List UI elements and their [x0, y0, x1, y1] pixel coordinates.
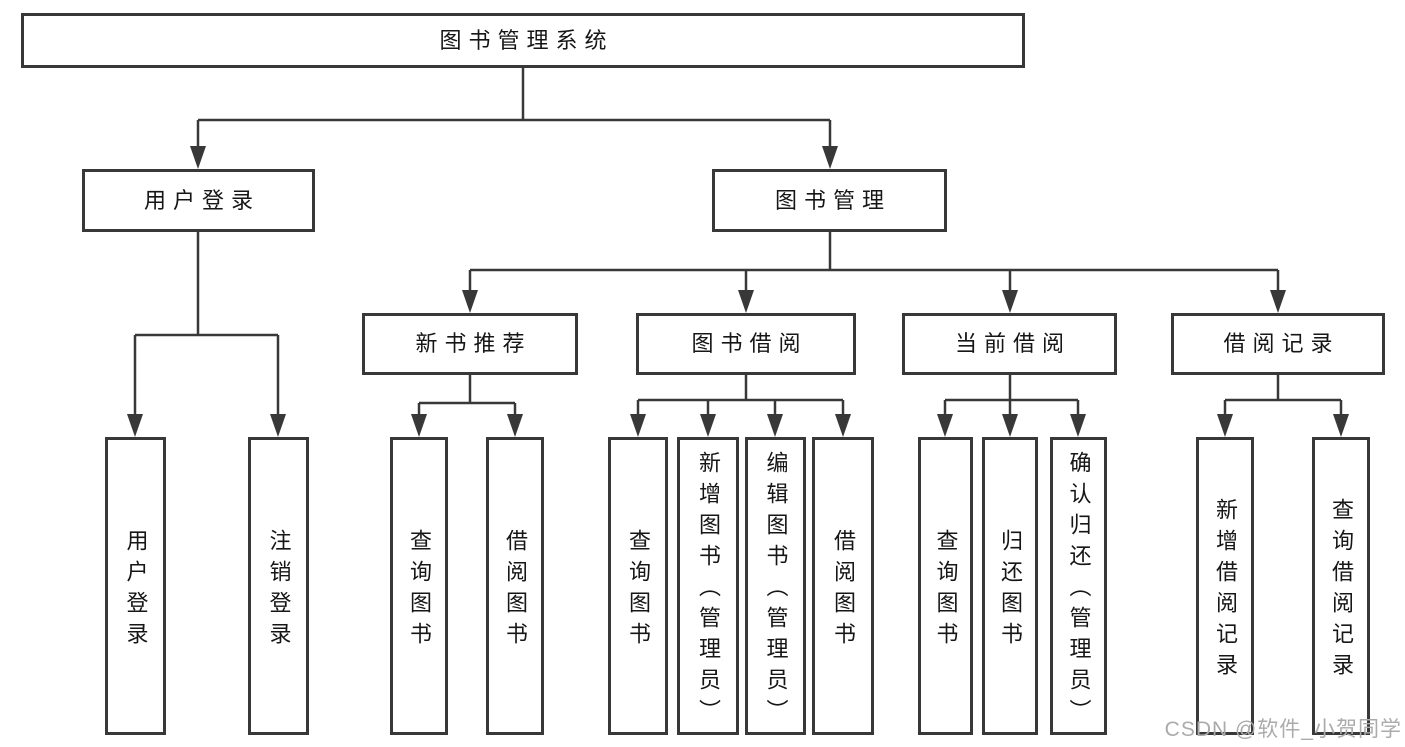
node-label: 编辑图书（管理员）	[763, 451, 789, 730]
leaf-edit-books-admin: 编辑图书（管理员）	[745, 437, 806, 735]
leaf-query-books-recommend: 查询图书	[390, 437, 448, 735]
node-current-borrowing: 当前借阅	[902, 313, 1117, 375]
node-label: 图书管理	[774, 187, 891, 213]
node-label: 新书推荐	[415, 331, 532, 356]
node-label: 当前借阅	[954, 331, 1071, 356]
node-label: 归还图书	[998, 528, 1023, 653]
node-book-borrowing: 图书借阅	[636, 313, 856, 375]
node-label: 用户登录	[143, 187, 260, 213]
node-label: 查询借阅记录	[1329, 497, 1354, 684]
node-label: 注销登录	[266, 528, 292, 653]
node-label: 借阅图书	[831, 528, 856, 653]
node-book-management: 图书管理	[712, 169, 947, 232]
leaf-confirm-return-admin: 确认归还（管理员）	[1050, 437, 1107, 735]
node-label: 借阅图书	[503, 528, 528, 653]
node-label: 新增借阅记录	[1213, 497, 1238, 684]
node-library-system: 图书管理系统	[21, 13, 1025, 68]
leaf-add-borrow-record: 新增借阅记录	[1196, 437, 1254, 735]
node-label: 确认归还（管理员）	[1066, 451, 1092, 730]
node-new-book-recommend: 新书推荐	[362, 313, 578, 375]
node-user-login: 用户登录	[82, 169, 315, 232]
leaf-borrow-books-borrowing: 借阅图书	[812, 437, 874, 735]
leaf-query-books-current: 查询图书	[918, 437, 973, 735]
node-label: 用户登录	[123, 528, 149, 653]
leaf-return-books: 归还图书	[982, 437, 1038, 735]
leaf-borrow-books-recommend: 借阅图书	[486, 437, 544, 735]
node-label: 查询图书	[407, 528, 432, 653]
leaf-query-books-borrowing: 查询图书	[608, 437, 668, 735]
node-label: 借阅记录	[1223, 331, 1340, 356]
arrowhead-icons	[127, 146, 1349, 437]
tree-edges	[133, 68, 1343, 416]
node-label: 查询图书	[933, 528, 959, 653]
leaf-query-borrow-record: 查询借阅记录	[1312, 437, 1370, 735]
node-borrowing-records: 借阅记录	[1171, 313, 1385, 375]
node-label: 新增图书（管理员）	[696, 451, 721, 730]
node-label: 图书管理系统	[439, 27, 614, 53]
leaf-add-books-admin: 新增图书（管理员）	[677, 437, 739, 735]
node-label: 图书借阅	[691, 331, 808, 356]
leaf-logout-login: 注销登录	[248, 437, 309, 735]
node-label: 查询图书	[626, 528, 651, 653]
csdn-watermark: CSDN @软件_小贺同学	[1164, 718, 1402, 741]
leaf-user-login: 用户登录	[105, 437, 166, 735]
